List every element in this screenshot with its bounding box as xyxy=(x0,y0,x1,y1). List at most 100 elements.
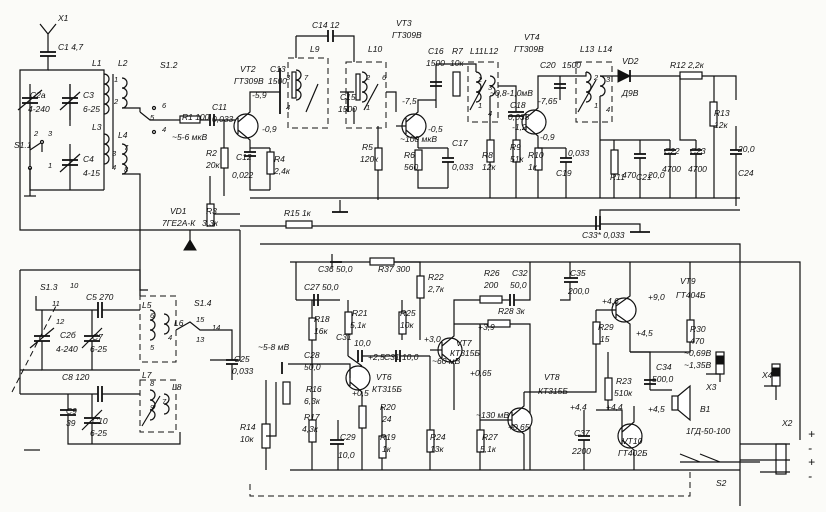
component-label: C1 4,7 xyxy=(58,42,83,52)
switch-s1-1 xyxy=(24,139,45,197)
component-label: S1.4 xyxy=(194,298,212,308)
pin-number: 5 xyxy=(150,113,155,122)
pin-number: 8 xyxy=(124,165,129,174)
component-label: 470 xyxy=(622,170,636,180)
component-label: 200 xyxy=(483,280,498,290)
pin-number: 7 xyxy=(304,73,309,82)
component-label: 6-25 xyxy=(83,104,100,114)
component-label: 1ГД-50-100 xyxy=(686,426,731,436)
pin-number: 4 xyxy=(162,125,166,134)
component-label: L1 xyxy=(92,58,102,68)
component-label: R1 100 xyxy=(182,112,210,122)
component-label: C5 270 xyxy=(86,292,114,302)
pin-number: 3 xyxy=(48,129,53,138)
component-label: C4 xyxy=(83,154,94,164)
component-label: R19 xyxy=(380,432,396,442)
component-label: S1.1 xyxy=(14,140,32,150)
component-label: 500,0 xyxy=(652,374,674,384)
component-label: VT3 xyxy=(396,18,412,28)
pin-number: 6 xyxy=(150,311,155,320)
component-label: R7 xyxy=(452,46,463,56)
pin-number: 6 xyxy=(382,73,387,82)
component-label: КТ315Б xyxy=(450,348,480,358)
component-label: 2200 xyxy=(571,446,591,456)
component-label: +0,65 xyxy=(470,368,492,378)
component-label: 12к xyxy=(482,162,496,172)
component-label: ~5-6 мкВ xyxy=(172,132,207,142)
component-label: 6-25 xyxy=(90,344,107,354)
component-label: 1500 xyxy=(562,60,581,70)
component-label: 50,0 xyxy=(304,362,321,372)
pin-number: 3 xyxy=(606,75,611,84)
terminal-mark: + xyxy=(808,455,815,469)
output-stage xyxy=(480,262,695,470)
pin-number: 7 xyxy=(162,397,167,406)
component-label: C37 xyxy=(574,428,590,438)
component-label: +4,5 xyxy=(648,404,665,414)
pin-number: 15 xyxy=(196,315,205,324)
component-label: R28 3к xyxy=(498,306,526,316)
component-label: VT2 xyxy=(240,64,256,74)
component-label: 1к xyxy=(528,162,538,172)
component-label: R15 1к xyxy=(284,208,312,218)
pin-number: 2 xyxy=(365,73,371,82)
component-label: ГТ309В xyxy=(392,30,422,40)
pin-number: 1 xyxy=(478,101,482,110)
component-label: R21 xyxy=(352,308,368,318)
component-label: 1500 xyxy=(338,104,357,114)
pin-number: 3 xyxy=(286,73,291,82)
component-label: 4,3к xyxy=(302,424,319,434)
component-label: C23 xyxy=(690,146,706,156)
component-label: 0,022 xyxy=(232,170,254,180)
if-filter-l11-l12 xyxy=(430,61,499,198)
component-label: L14 xyxy=(598,44,612,54)
rf-ground-rail xyxy=(183,176,740,361)
component-label: 7ГЕ2А-К xyxy=(162,218,196,228)
component-label: 1500 xyxy=(426,58,445,68)
component-label: R3 xyxy=(206,206,217,216)
component-label: +0,5 xyxy=(352,388,369,398)
component-label: X2 xyxy=(781,418,793,428)
component-label: 0,033 xyxy=(452,162,474,172)
component-label: C31 10,0 xyxy=(384,352,419,362)
component-label: 20,0 xyxy=(737,144,755,154)
pin-number: 12 xyxy=(56,317,65,326)
component-label: 0,033 xyxy=(212,114,234,124)
component-label: R17 xyxy=(304,412,320,422)
component-label: C29 xyxy=(340,432,356,442)
component-label: 12к xyxy=(714,120,728,130)
component-label: L4 xyxy=(118,130,128,140)
component-label: 6-25 xyxy=(90,428,107,438)
pin-number: 11 xyxy=(52,299,60,308)
component-label: 2,7к xyxy=(427,284,445,294)
component-label: 2,4к xyxy=(273,166,291,176)
component-label: L13 xyxy=(580,44,594,54)
component-label: 10,0 xyxy=(354,338,371,348)
component-label: +4,6 xyxy=(602,296,619,306)
pin-number: 4 xyxy=(286,103,290,112)
component-label: VD2 xyxy=(622,56,639,66)
component-label: R8 xyxy=(482,150,493,160)
component-label: L10 xyxy=(368,44,382,54)
component-label: 4700 xyxy=(688,164,707,174)
component-label: C21 xyxy=(636,172,652,182)
component-label: -1,2 xyxy=(512,122,527,132)
component-label: B1 xyxy=(700,404,711,414)
component-label: 560 xyxy=(404,162,418,172)
component-label: -0,9 xyxy=(262,124,277,134)
component-label: C34 xyxy=(656,362,672,372)
component-label: R13 xyxy=(714,108,730,118)
pin-number: 4 xyxy=(488,109,492,118)
component-label: R14 xyxy=(240,422,256,432)
component-label: VT7 xyxy=(456,338,472,348)
component-label: R30 xyxy=(690,324,706,334)
pin-number: 1 xyxy=(366,103,370,112)
component-label: L6 xyxy=(174,318,184,328)
component-label: R10 xyxy=(528,150,544,160)
component-label: 6,3к xyxy=(304,396,321,406)
component-label: R2 xyxy=(206,148,217,158)
driver-vt7 xyxy=(395,262,531,470)
component-label: Д9В xyxy=(621,88,639,98)
